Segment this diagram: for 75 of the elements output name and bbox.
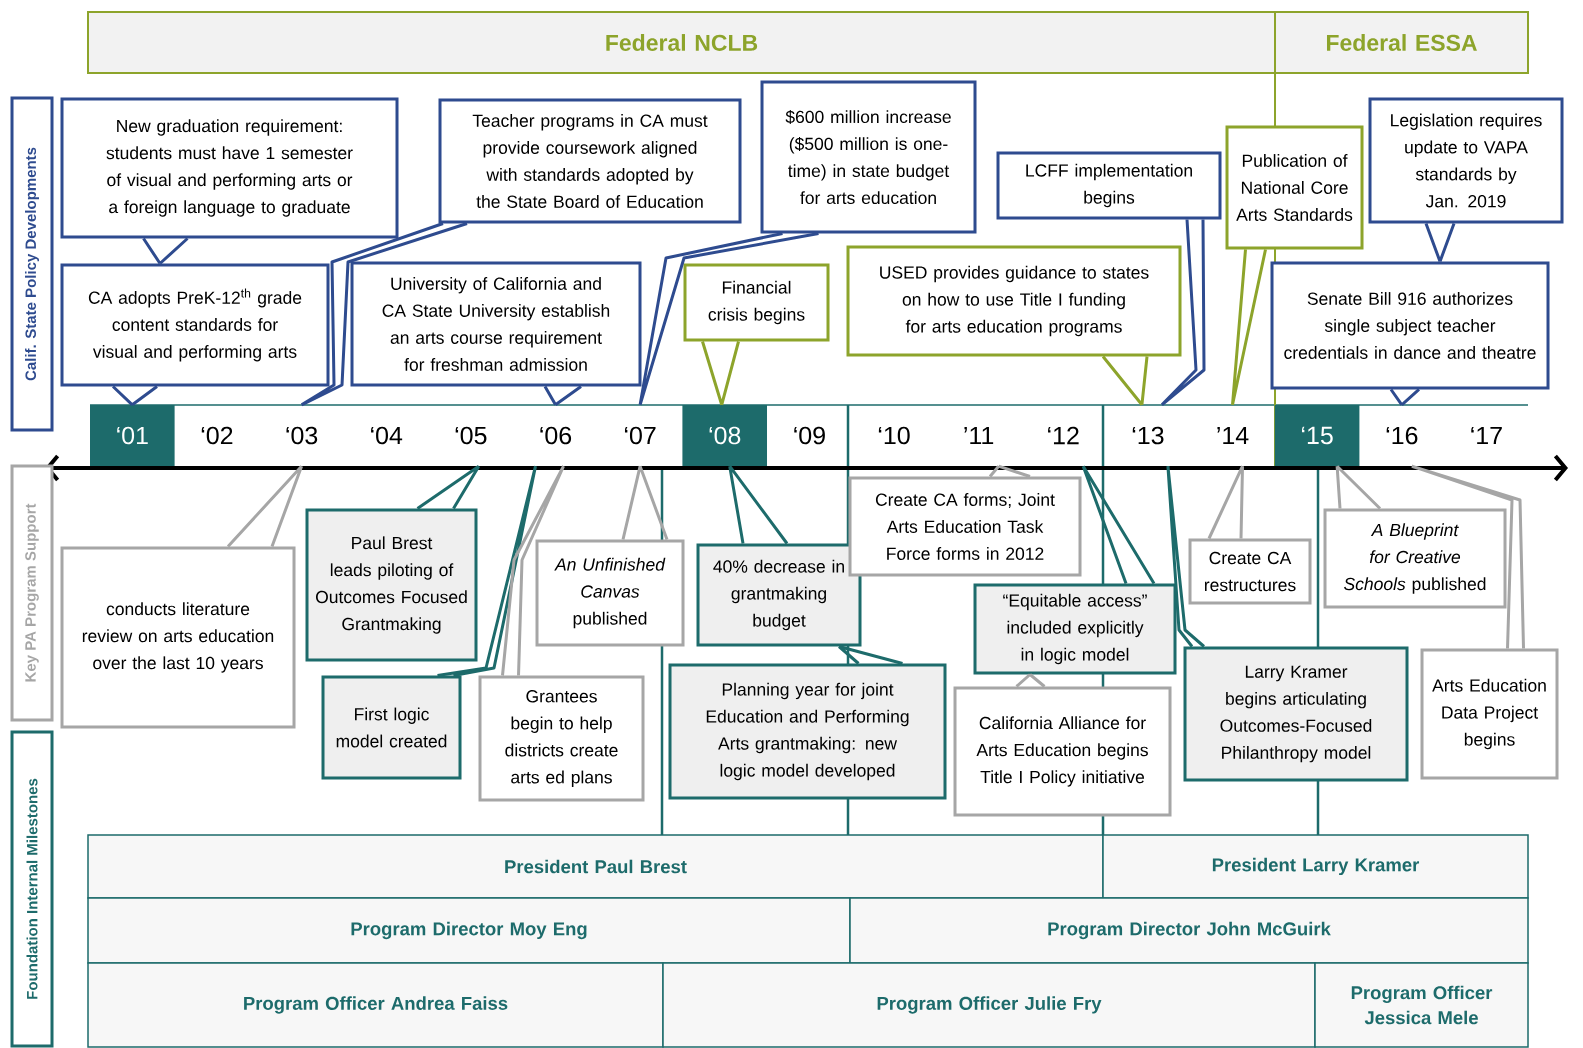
callout-box: Publication of National Core Arts Standards — [1225, 125, 1364, 250]
year-label: ‘06 — [540, 426, 572, 445]
callout-pointer — [1389, 388, 1421, 407]
callout-box: Paul Brest leads piloting of Outcomes Focused Grantmaking — [305, 508, 478, 662]
callout-pointer — [1015, 673, 1046, 688]
callout-pointer — [1101, 355, 1149, 407]
year-label: ‘13 — [1132, 426, 1164, 445]
callout-pointer — [1231, 248, 1267, 407]
callout-pointer — [416, 464, 481, 510]
side-label: Key PA Program Support — [10, 464, 54, 722]
callout-pointer — [728, 464, 789, 545]
tenure-bar: President Larry Kramer — [1102, 834, 1529, 899]
year-label: ‘17 — [1471, 426, 1502, 445]
callout-pointer — [501, 464, 565, 677]
year-label: ‘02 — [201, 426, 233, 445]
callout-box: 40% decrease in grantmaking budget — [696, 543, 862, 647]
callout-box: Legislation requires update to VAPA standards by Jan. 2019 — [1368, 97, 1564, 224]
year-label: ‘07 — [625, 426, 656, 445]
callout-pointer — [837, 645, 904, 665]
callout-pointer — [638, 232, 820, 407]
callout-box: Create CA forms; Joint Arts Education Task Force forms in 2012 — [848, 476, 1082, 577]
callout-pointer — [701, 340, 740, 407]
callout-box: LCFF implementation begins — [996, 151, 1222, 220]
callout-box: Senate Bill 916 authorizes single subject teacher credentials in dance and theatre — [1270, 261, 1550, 390]
callout-box: “Equitable access” included explicitly in logic model — [973, 583, 1177, 675]
callout-box: A Blueprint for Creative Schools published — [1323, 508, 1507, 609]
callout-pointer — [1207, 464, 1244, 540]
callout-box: Financial crisis begins — [683, 263, 830, 342]
tenure-bar: Program Officer Andrea Faiss — [87, 962, 664, 1048]
year-label: ’14 — [1217, 426, 1249, 445]
period-band: Federal ESSA — [1274, 11, 1529, 74]
year-cell: ‘08 — [682, 405, 767, 466]
year-cell: ‘01 — [90, 405, 175, 466]
callout-box: New graduation requirement: students must have 1 semester of visual and performing arts or a foreign language to graduate — [60, 97, 399, 239]
callout-box: Teacher programs in CA must provide coursework aligned with standards adopted by the State Board of Education — [438, 98, 742, 224]
side-label: Foundation Internal Milestones — [10, 730, 54, 1048]
year-label: ‘10 — [878, 426, 910, 445]
callout-pointer — [1081, 464, 1156, 585]
callout-box: CA adopts PreK-12$^{th}$ grade content standards for visual and performing arts — [60, 263, 330, 387]
callout-pointer — [111, 385, 159, 407]
callout-pointer — [300, 222, 469, 407]
callout-box: Planning year for joint Education and Performing Arts grantmaking: new logic model developed — [668, 663, 947, 800]
year-cell: ‘15 — [1274, 405, 1360, 466]
callout-pointer — [621, 464, 669, 541]
callout-box: USED provides guidance to states on how to use Title I funding for arts education programs — [846, 245, 1182, 357]
year-label: ‘04 — [371, 426, 403, 445]
year-label: ‘16 — [1386, 426, 1418, 445]
year-label: ‘12 — [1048, 426, 1079, 445]
callout-box: Larry Kramer begins articulating Outcomes-Focused Philanthropy model — [1183, 646, 1409, 782]
callout-pointer — [1335, 464, 1382, 510]
callout-box: Grantees begin to help districts create arts ed plans — [478, 675, 645, 802]
callout-box: $600 million increase ($500 million is one-time) in state budget for arts education — [760, 80, 977, 234]
callout-box: An Unfinished Canvas published — [535, 539, 685, 647]
callout-pointer — [226, 464, 304, 548]
callout-box: conducts literature review on arts education over the last 10 years — [60, 546, 296, 729]
year-label: ‘09 — [794, 426, 825, 445]
callout-pointer — [436, 464, 537, 677]
year-label: ‘05 — [455, 426, 487, 445]
callout-box: Arts Education Data Project begins — [1420, 648, 1559, 780]
year-label: ’11 — [964, 426, 994, 445]
callout-pointer — [1424, 222, 1456, 263]
callout-pointer — [1166, 464, 1206, 648]
callout-pointer — [543, 385, 583, 407]
callout-pointer — [988, 464, 1032, 478]
callout-box: University of California and CA State University establish an arts course requirement for freshman admission — [350, 261, 642, 387]
callout-box: First logic model created — [321, 675, 462, 780]
tenure-bar: Program Director Moy Eng — [87, 897, 851, 964]
year-label: ‘03 — [286, 426, 318, 445]
callout-pointer — [1410, 464, 1525, 650]
tenure-bar: Program Officer Jessica Mele — [1314, 962, 1529, 1048]
callout-pointer — [1160, 218, 1206, 407]
callout-pointer — [142, 237, 189, 265]
callout-box: California Alliance for Arts Education begins Title I Policy initiative — [953, 686, 1172, 817]
callout-box: Create CA restructures — [1188, 538, 1312, 605]
side-label: Calif. State Policy Developments — [10, 96, 54, 432]
